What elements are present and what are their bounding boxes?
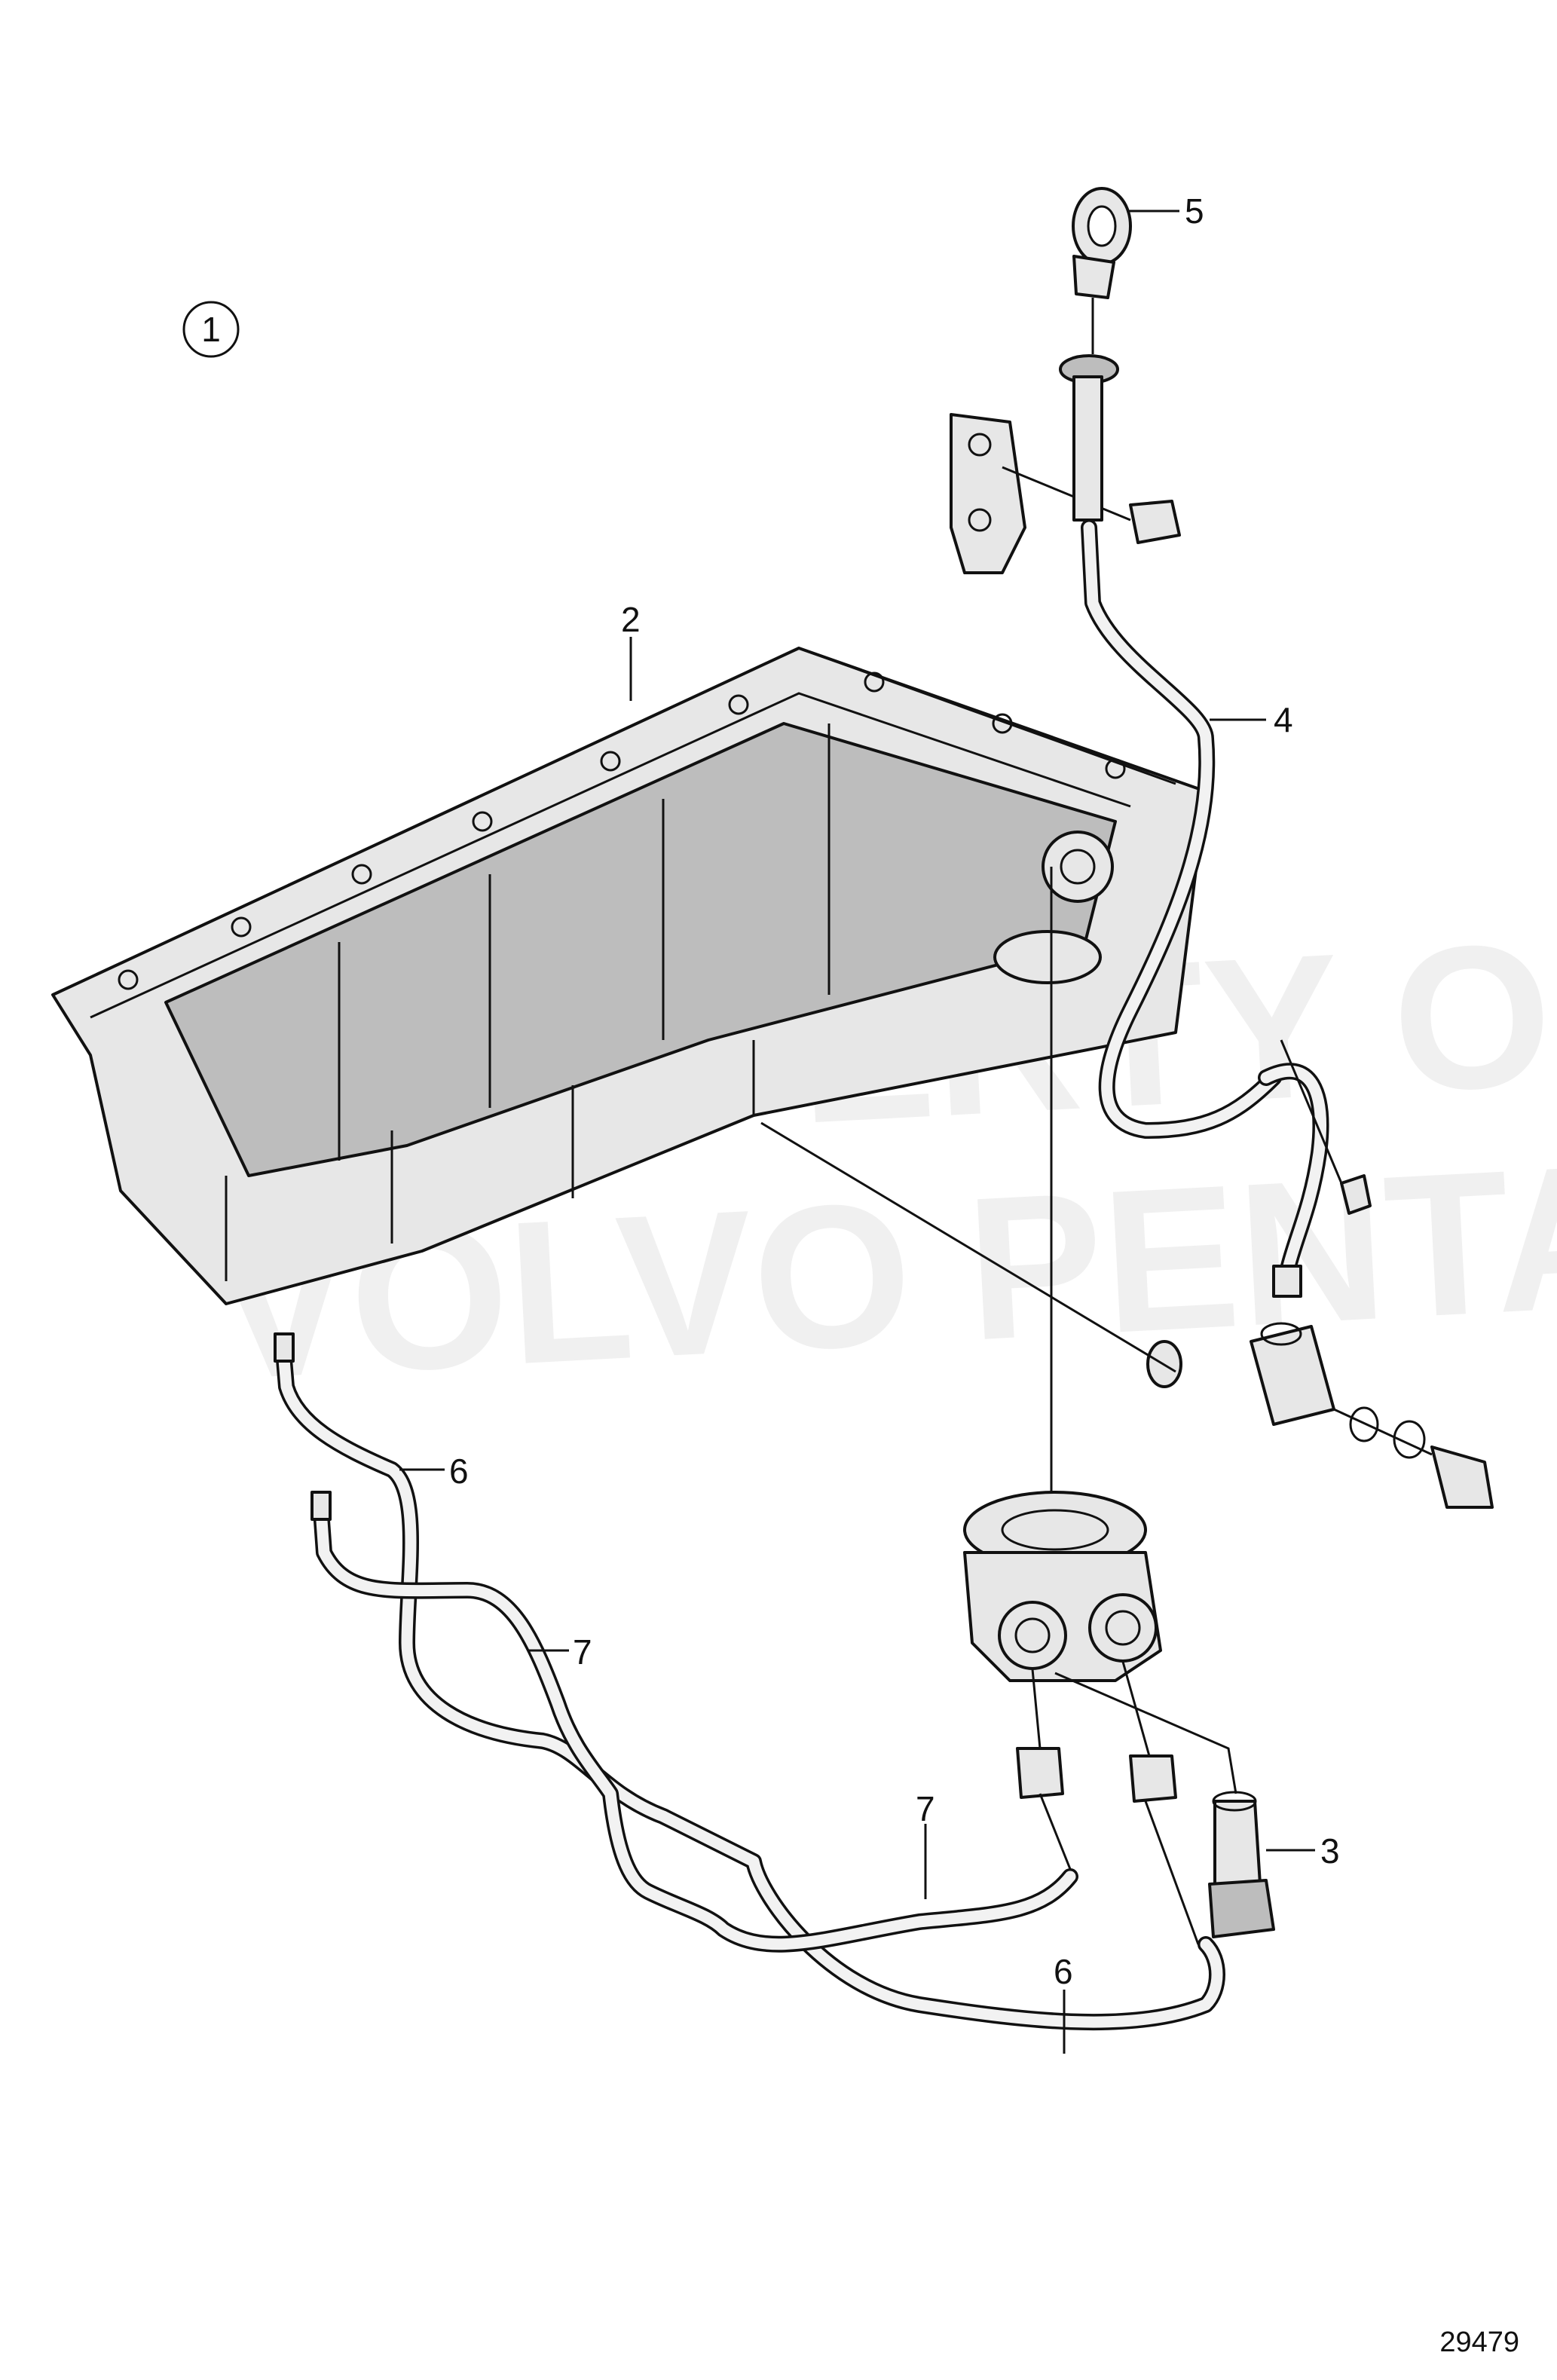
pressure-line-assembly <box>760 1039 1494 1509</box>
group-marker: 1 <box>182 301 240 358</box>
hose-connector-left <box>1016 1747 1064 1799</box>
callout-7-top: 7 <box>573 1632 592 1672</box>
callout-6-bottom: 6 <box>1054 1952 1073 1991</box>
callout-5: 5 <box>1185 191 1204 231</box>
group-marker-circle <box>182 301 240 358</box>
oil-filter-housing <box>963 867 1237 1803</box>
hose-connector-right <box>1129 1754 1177 1803</box>
dipstick-assembly <box>950 187 1282 1139</box>
oil-pan <box>51 647 1207 1305</box>
hose-end-fitting <box>310 1491 332 1521</box>
document-number: 29479 <box>1439 2326 1519 2358</box>
line-fitting <box>1272 1265 1302 1298</box>
cooler-hoses <box>274 1332 1225 2031</box>
callout-6-top: 6 <box>449 1452 469 1491</box>
callout-3: 3 <box>1320 1831 1340 1871</box>
flange-bolt-holes <box>118 671 1126 990</box>
banjo-bolt <box>1430 1445 1494 1509</box>
callouts: 5 2 4 6 7 3 7 6 <box>449 191 1340 1991</box>
relief-valve <box>1208 1791 1275 1938</box>
tube-bracket <box>950 413 1026 574</box>
callout-2: 2 <box>621 600 641 639</box>
clip-bolt <box>1340 1174 1372 1215</box>
callout-4: 4 <box>1274 700 1293 739</box>
hose-end-fitting <box>274 1332 295 1363</box>
bracket-bolt <box>1129 500 1181 544</box>
group-marker-label: 1 <box>201 310 221 349</box>
leader-lines <box>399 210 1315 2054</box>
callout-7-bottom: 7 <box>916 1789 935 1828</box>
